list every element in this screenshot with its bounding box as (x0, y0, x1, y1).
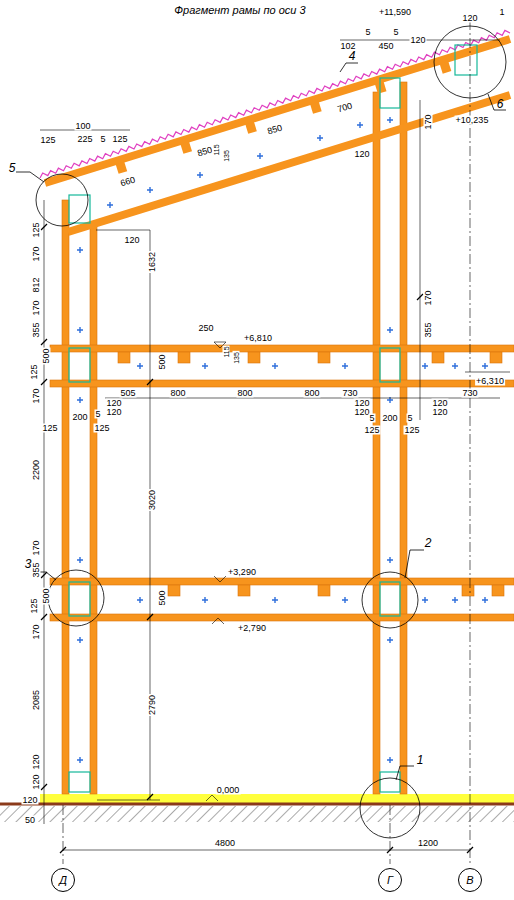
axis-marker: Д (51, 868, 75, 892)
dimension-label: 125 (32, 221, 41, 238)
dimension-label: 355 (32, 561, 41, 578)
dimension-label: 225 (76, 135, 93, 144)
axis-marker: В (458, 868, 482, 892)
dimension-label: 50 (24, 816, 36, 825)
dimension-label: 170 (32, 299, 41, 316)
callout-number: 1 (416, 754, 425, 766)
dimension-label: 125 (41, 424, 58, 433)
dimension-label: 250 (197, 324, 214, 333)
dimension-label: 800 (236, 389, 253, 398)
dimension-label: 812 (32, 276, 41, 293)
dimension-label: 1632 (148, 251, 157, 273)
dimension-label: 0,000 (216, 786, 241, 795)
dimension-label: 120 (21, 796, 38, 805)
dimension-label: 120 (105, 399, 122, 408)
dimension-label: 120 (353, 399, 370, 408)
dimension-label: 5 (406, 414, 413, 423)
dimension-label: 115 (223, 345, 230, 358)
dimension-label: 850 (266, 123, 285, 137)
dimension-label: +3,290 (227, 568, 257, 577)
dimension-label: 170 (32, 245, 41, 262)
callout-number: 3 (24, 558, 33, 570)
dimension-label: 500 (158, 353, 167, 370)
dimension-label: 125 (30, 363, 39, 380)
dimension-label: 120 (461, 14, 478, 23)
dimension-label: 125 (93, 424, 110, 433)
dimension-label: 125 (39, 136, 56, 145)
drawing-title: Фрагмент рамы по оси 3 (174, 4, 305, 16)
dimension-label: 120 (431, 399, 448, 408)
axis-marker: Г (378, 868, 402, 892)
dimension-label: 2790 (148, 694, 157, 716)
dimension-label: 730 (461, 389, 478, 398)
callout-number: 5 (8, 162, 17, 174)
dimension-label: 170 (32, 387, 41, 404)
dimension-label: 100 (74, 122, 91, 131)
axis-letter: Д (59, 875, 67, 886)
dimension-label: 120 (32, 773, 41, 790)
dimension-label: 120 (431, 408, 448, 417)
dimension-label: 5 (364, 28, 371, 37)
dimension-label: 4800 (214, 839, 236, 848)
dimension-label: 2200 (32, 459, 41, 481)
dimension-label: +10,235 (455, 116, 490, 125)
dimension-label: 1 (498, 8, 505, 17)
dimension-label: 800 (303, 389, 320, 398)
dimension-label: 5 (392, 28, 399, 37)
dimension-label: 3020 (148, 489, 157, 511)
dimension-label: 125 (30, 597, 39, 614)
dimension-label: 2085 (32, 689, 41, 711)
dimension-label: 125 (111, 135, 128, 144)
dimension-label: 5 (99, 135, 106, 144)
dimension-label: 730 (341, 389, 358, 398)
dimension-label: 125 (363, 426, 380, 435)
dimension-label: 115 (213, 143, 220, 156)
dimension-label: 700 (336, 101, 355, 115)
dimension-label: 355 (32, 321, 41, 338)
dimension-label: 200 (71, 413, 88, 422)
dimension-label: 5 (368, 414, 375, 423)
dimension-label: 120 (123, 236, 140, 245)
dimension-label: 170 (32, 623, 41, 640)
dimension-label: +6,310 (475, 377, 505, 386)
dimension-label: 120 (353, 150, 370, 159)
dimension-label: 5 (94, 410, 101, 419)
dimension-label: 450 (377, 42, 394, 51)
dimension-label: +6,810 (243, 334, 273, 343)
callout-number: 4 (348, 50, 357, 62)
callout-number: 2 (424, 537, 433, 549)
dimension-label: 170 (424, 289, 433, 306)
dimension-label: +2,790 (237, 624, 267, 633)
dimension-label: 120 (105, 408, 122, 417)
axis-letter: Г (387, 875, 393, 886)
callout-number: 6 (496, 98, 505, 110)
dimension-label: 200 (381, 414, 398, 423)
dimension-label: 125 (403, 426, 420, 435)
dimension-label: 170 (32, 539, 41, 556)
dimension-label: 355 (424, 321, 433, 338)
dimension-label: 500 (42, 347, 51, 364)
dimension-label: +11,590 (378, 8, 412, 17)
dimension-label: 500 (158, 589, 167, 606)
dimension-label: 505 (119, 389, 136, 398)
dimension-label: 120 (409, 36, 426, 45)
axis-letter: В (466, 875, 473, 886)
dimension-label: 1200 (417, 839, 439, 848)
dimension-label: 135 (223, 149, 230, 163)
dimension-label: 135 (233, 351, 240, 365)
dimension-label: 800 (169, 389, 186, 398)
dimension-label: 660 (119, 175, 138, 189)
dimension-label: 500 (42, 587, 51, 604)
dimension-label: 170 (424, 113, 433, 130)
dimension-label: 120 (32, 753, 41, 770)
